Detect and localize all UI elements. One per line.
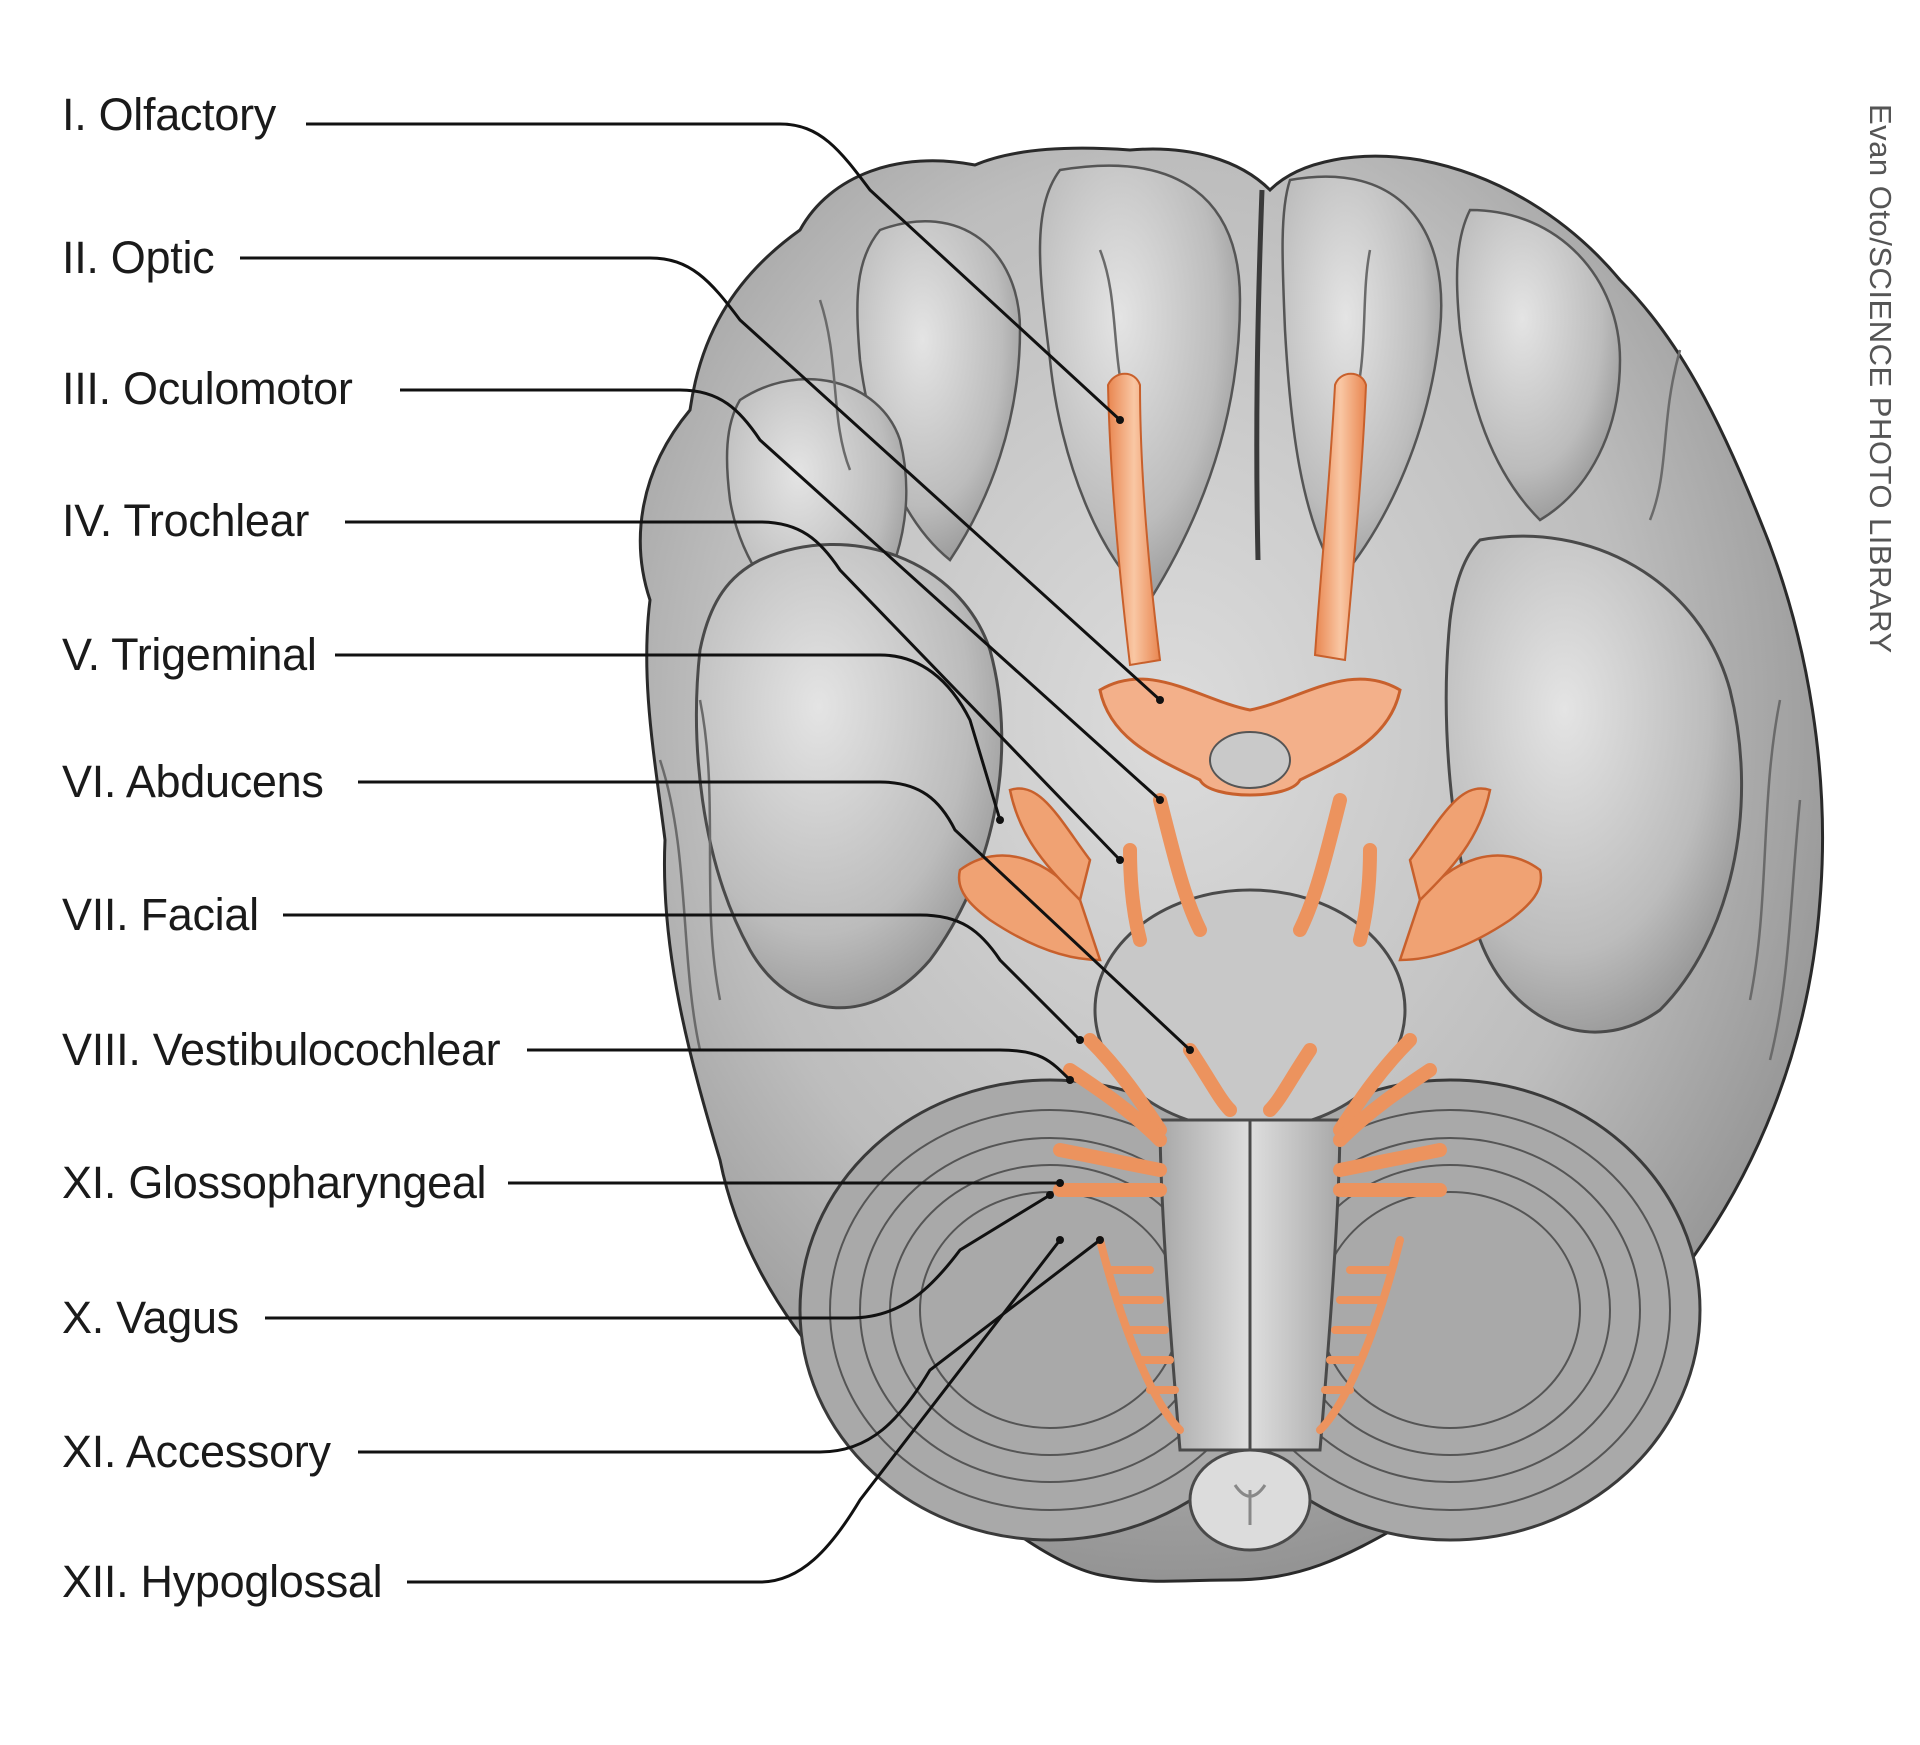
label-facial: VII. Facial xyxy=(62,889,259,940)
frontal-gyri xyxy=(725,164,1622,652)
label-glossopharyngeal: XI. Glossopharyngeal xyxy=(62,1157,487,1208)
label-optic: II. Optic xyxy=(62,232,215,283)
leader-vestibulocochlear xyxy=(527,1048,1072,1082)
accessory-rootlets xyxy=(1096,1236,1404,1434)
pituitary-stalk xyxy=(1209,731,1291,789)
label-vestibulocochlear: VIII. Vestibulocochlear xyxy=(62,1024,501,1075)
label-trigeminal: V. Trigeminal xyxy=(62,629,317,680)
label-abducens: VI. Abducens xyxy=(62,756,324,807)
olfactory-nerves xyxy=(1106,372,1368,667)
leader-olfactory xyxy=(306,122,1122,422)
label-oculomotor: III. Oculomotor xyxy=(62,363,353,414)
label-vagus: X. Vagus xyxy=(62,1292,239,1343)
leader-endpoints xyxy=(996,416,1194,1244)
leader-trigeminal xyxy=(335,653,1002,821)
photo-credit: Evan Oto/SCIENCE PHOTO LIBRARY xyxy=(1863,104,1898,654)
leader-abducens xyxy=(358,780,1192,1052)
leader-vagus xyxy=(265,1193,1051,1320)
leader-optic xyxy=(240,256,1162,702)
label-trochlear: IV. Trochlear xyxy=(62,495,310,546)
leader-trochlear xyxy=(345,520,1122,862)
leader-accessory xyxy=(358,1238,1101,1454)
leader-oculomotor xyxy=(400,388,1162,802)
cranial-nerve-roots xyxy=(1053,793,1447,1197)
leader-facial xyxy=(283,913,1082,1042)
label-olfactory: I. Olfactory xyxy=(62,89,276,140)
label-accessory: XI. Accessory xyxy=(62,1426,331,1477)
label-hypoglossal: XII. Hypoglossal xyxy=(62,1556,383,1607)
brainstem xyxy=(1093,888,1407,1552)
leader-hypoglossal xyxy=(407,1239,1062,1584)
longitudinal-fissure xyxy=(1254,189,1265,561)
leader-lines xyxy=(240,122,1192,1584)
trigeminal-nerves xyxy=(957,787,1543,962)
